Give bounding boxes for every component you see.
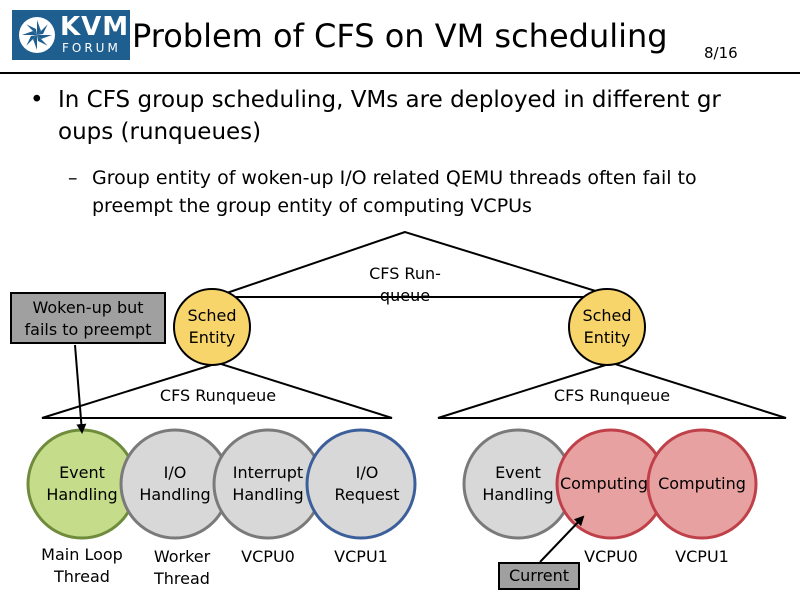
computing-vcpu0-label: Computing — [560, 474, 648, 493]
worker-thread-caption: Worker Thread — [153, 547, 211, 588]
right-sched-entity — [568, 288, 646, 366]
left-sched-entity — [173, 288, 251, 366]
right-runqueue-label: CFS Runqueue — [553, 386, 671, 405]
slide-title: Problem of CFS on VM scheduling — [132, 17, 668, 55]
vcpu1-caption-right: VCPU1 — [675, 547, 729, 566]
event-handling-label: Event Handling — [46, 463, 118, 504]
kvm-forum-logo: KVM FORUM — [12, 10, 130, 60]
bullet-dot-icon: • — [30, 87, 44, 113]
interrupt-handling-label: Interrupt Handling — [232, 463, 304, 504]
top-runqueue-label: CFS Run- queue — [369, 264, 441, 305]
bullet-level1-text: In CFS group scheduling, VMs are deploye… — [58, 87, 721, 145]
logo-forum-text: FORUM — [62, 41, 121, 55]
kvm-logo-icon — [19, 17, 55, 53]
left-runqueue-label: CFS Runqueue — [159, 386, 277, 405]
current-callout: Current — [498, 562, 580, 590]
right-sched-entity-label: Sched Entity — [582, 306, 632, 347]
preempt-callout: Woken-up but fails to preempt — [10, 292, 166, 344]
page-number: 8/16 — [704, 44, 738, 62]
vcpu0-caption-left: VCPU0 — [241, 547, 295, 566]
right-runqueue-triangle — [437, 361, 787, 419]
computing-vcpu1-node — [646, 428, 758, 540]
left-runqueue-triangle — [41, 361, 393, 419]
preempt-arrow — [74, 344, 87, 434]
io-request-node — [305, 428, 417, 540]
left-sched-entity-label: Sched Entity — [187, 306, 237, 347]
title-divider — [0, 72, 800, 74]
logo-kvm-text: KVM — [60, 12, 130, 42]
computing-vcpu1-label: Computing — [658, 474, 746, 493]
io-handling-label: I/O Handling — [139, 463, 211, 504]
vcpu0-caption-right: VCPU0 — [584, 547, 638, 566]
bullet-dash-icon: – — [68, 167, 78, 189]
io-request-label: I/O Request — [334, 463, 400, 504]
main-loop-thread-caption: Main Loop Thread — [41, 545, 123, 586]
vcpu1-caption-left: VCPU1 — [334, 547, 388, 566]
bullet-level2-text: Group entity of woken-up I/O related QEM… — [92, 167, 697, 217]
right-event-handling-label: Event Handling — [482, 463, 554, 504]
top-runqueue-triangle — [214, 230, 616, 298]
current-arrow — [539, 515, 585, 563]
